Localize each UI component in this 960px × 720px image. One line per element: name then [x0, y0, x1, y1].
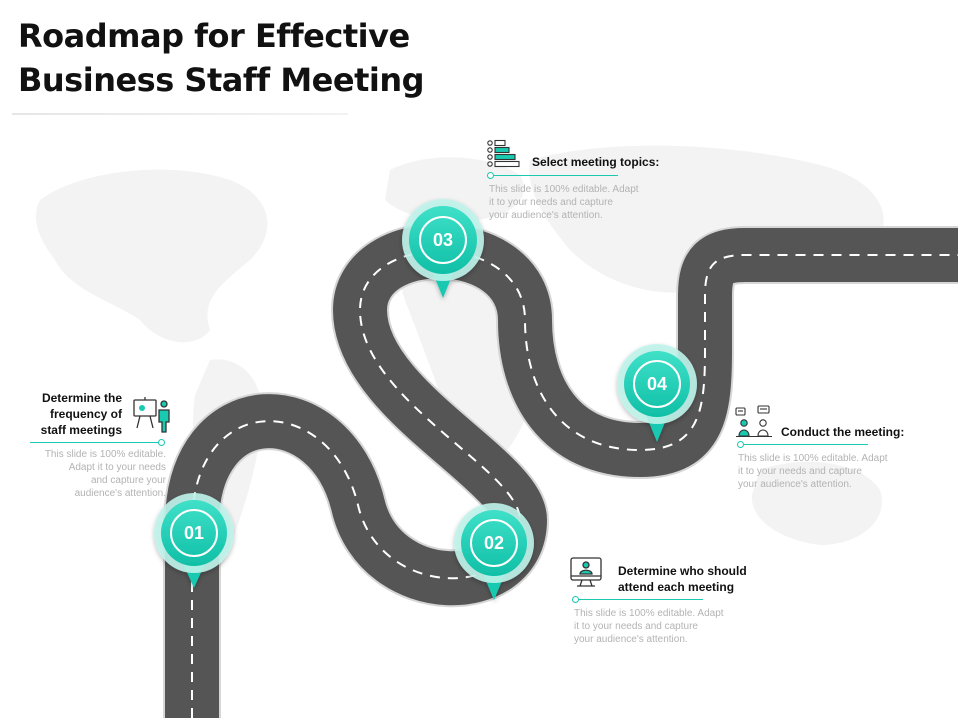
step-03-description: This slide is 100% editable. Adapt it to… — [489, 184, 639, 221]
pin-number-03: 03 — [433, 230, 453, 250]
step-04-heading: Conduct the meeting: — [781, 425, 905, 439]
pin-number-02: 02 — [484, 533, 504, 553]
page-title: Roadmap for Effective Business Staff Mee… — [18, 14, 478, 102]
road-center-dashes — [191, 250, 958, 718]
step-02-heading: Determine who should attend each meeting — [618, 564, 747, 594]
step-02-description: This slide is 100% editable. Adapt it to… — [574, 608, 724, 645]
list-bars-icon — [487, 139, 520, 168]
step-04-description: This slide is 100% editable. Adapt it to… — [738, 453, 888, 490]
meeting-people-icon — [735, 405, 772, 438]
step-03-divider — [487, 172, 618, 179]
step-01-divider — [30, 439, 165, 446]
title-line-1: Roadmap for Effective — [18, 17, 410, 55]
pin-01: 01 — [154, 493, 234, 588]
step-03-heading: Select meeting topics: — [532, 155, 660, 169]
step-01-description: This slide is 100% editable. Adapt it to… — [44, 449, 166, 499]
pin-03: 03 — [402, 199, 484, 298]
pin-02: 02 — [454, 503, 534, 600]
pin-04: 04 — [617, 344, 697, 442]
title-underline — [12, 113, 348, 115]
presentation-icon — [133, 397, 170, 433]
step-01-heading: Determine the frequency of staff meeting… — [40, 391, 122, 437]
monitor-user-icon — [570, 557, 602, 587]
pin-number-01: 01 — [184, 523, 204, 543]
step-02-divider — [572, 596, 703, 603]
step-04-divider — [737, 441, 868, 448]
step-01-text: Determine the frequency of staff meeting… — [20, 390, 122, 438]
title-line-2: Business Staff Meeting — [18, 61, 425, 99]
pin-number-04: 04 — [647, 374, 667, 394]
